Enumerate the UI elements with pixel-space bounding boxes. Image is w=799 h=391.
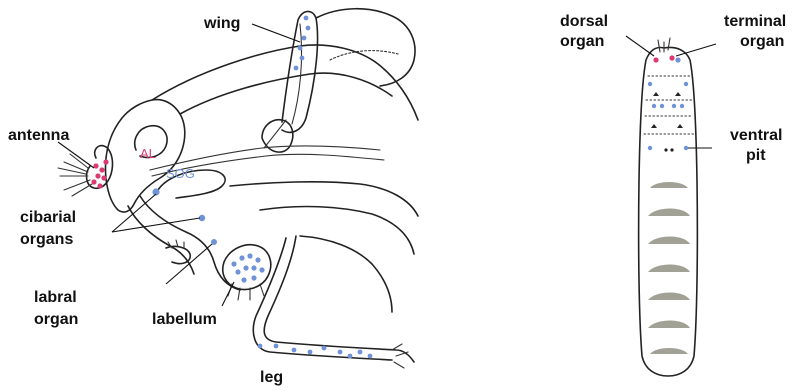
larva-mouthhooks xyxy=(658,38,670,52)
denticle-band xyxy=(650,348,688,354)
labellum-neuron xyxy=(243,265,248,270)
labellum-neuron xyxy=(247,253,252,258)
leg-neuron xyxy=(292,348,297,353)
labellum-neuron xyxy=(231,261,236,266)
antenna-label: antenna xyxy=(8,127,69,144)
antenna-neuron xyxy=(99,167,104,172)
leg-neuron xyxy=(348,354,353,359)
antenna-neuron xyxy=(97,183,102,188)
labral-organ-label-line2: organ xyxy=(34,311,78,328)
wing-neuron xyxy=(294,66,299,71)
leg-neuron xyxy=(274,344,279,349)
wing-neuron xyxy=(300,56,305,61)
dorsal-leader xyxy=(626,36,654,56)
terminal-organ-neuron xyxy=(675,57,680,62)
denticle-band xyxy=(650,182,688,188)
wing-leader xyxy=(252,24,300,42)
labellum-neuron xyxy=(239,255,244,260)
body-bottom xyxy=(300,236,392,312)
labellum-neuron xyxy=(251,275,256,280)
wing-neuron xyxy=(302,36,307,41)
wing-neuron xyxy=(298,46,303,51)
denticle-band xyxy=(648,237,690,245)
larva-neuron xyxy=(680,104,684,108)
larva-neuron-dots xyxy=(648,55,688,150)
labral-organ-label-line1: labral xyxy=(34,289,77,306)
antenna-neuron xyxy=(91,179,96,184)
leg-neuron xyxy=(308,350,313,355)
leg-neuron xyxy=(368,354,373,359)
denticle-band xyxy=(648,265,690,273)
labellum-neuron xyxy=(235,269,240,274)
wing-label: wing xyxy=(203,15,240,32)
wing-outline xyxy=(282,11,318,132)
terminal-organ-label-line1: terminal xyxy=(724,13,786,30)
antenna-neuron xyxy=(95,173,100,178)
larva-neuron xyxy=(684,82,688,86)
antenna-leader xyxy=(58,142,94,168)
ventral-pit-label-line2: pit xyxy=(746,147,766,164)
antenna-outline xyxy=(87,146,113,189)
larva-neuron xyxy=(672,104,676,108)
labellum-neuron xyxy=(251,265,256,270)
cibarial-organs-label-line1: cibarial xyxy=(20,209,76,226)
proboscis-outline xyxy=(140,196,240,290)
ventral-pit-neuron xyxy=(648,146,652,150)
thorax-outline xyxy=(152,45,418,120)
dorsal-organ-neuron xyxy=(653,57,658,62)
larva-neuron xyxy=(652,104,656,108)
labellum-neuron xyxy=(255,257,260,262)
labellum-leader xyxy=(222,282,234,306)
antenna-neuron xyxy=(93,163,98,168)
labellum-label: labellum xyxy=(152,311,217,328)
larva-neuron xyxy=(660,104,664,108)
adult-neuron-dots xyxy=(91,16,372,359)
ventral-pit-neuron xyxy=(684,146,688,150)
segment-marker xyxy=(664,148,667,151)
terminal-organ-label-line2: organ xyxy=(740,33,784,50)
larva-neuron xyxy=(648,82,652,86)
wing-neuron xyxy=(304,16,309,21)
sog-label: SOG xyxy=(166,166,195,181)
leg-outline xyxy=(264,236,414,362)
far-wing xyxy=(316,9,415,86)
leg-label: leg xyxy=(260,369,283,386)
segment-marker xyxy=(651,92,683,128)
dorsal-organ-label-line2: organ xyxy=(560,33,604,50)
al-label: AL xyxy=(140,146,156,161)
leg-neuron xyxy=(258,344,263,349)
denticle-band xyxy=(648,209,690,217)
labral-leader xyxy=(166,244,212,284)
leg-claws xyxy=(392,344,408,368)
leg-neuron xyxy=(358,350,363,355)
terminal-organ-neuron xyxy=(669,55,674,60)
body-lower xyxy=(230,182,418,216)
cibarial-organs-label-line2: organs xyxy=(20,231,73,248)
larva-drawing xyxy=(639,38,698,376)
antenna-neuron xyxy=(101,175,106,180)
labellum-neuron xyxy=(241,277,246,282)
denticle-band xyxy=(648,293,690,301)
leg-neuron xyxy=(322,346,327,351)
segment-marker xyxy=(670,148,673,151)
leg-neuron xyxy=(338,350,343,355)
wing-neuron xyxy=(306,26,311,31)
denticle-band xyxy=(648,321,690,329)
adult-fly-drawing xyxy=(58,9,418,368)
ventral-pit-label-line1: ventral xyxy=(730,127,782,144)
antenna-neuron xyxy=(103,159,108,164)
labellum-neuron xyxy=(259,267,264,272)
dorsal-organ-label-line1: dorsal xyxy=(560,13,608,30)
